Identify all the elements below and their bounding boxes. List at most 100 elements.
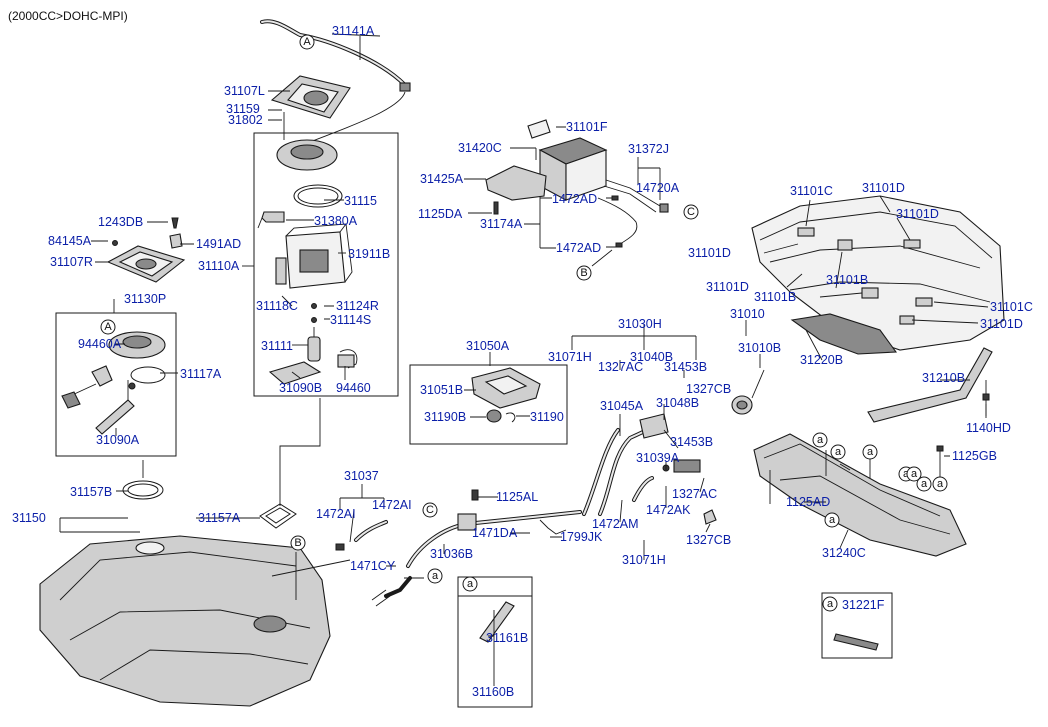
part-label: 1799JK xyxy=(560,530,603,544)
part-label: 31051B xyxy=(420,383,463,397)
filler-bracket-part xyxy=(471,367,541,423)
callout-letter: a xyxy=(835,446,842,458)
part-label: 31111 xyxy=(261,339,293,353)
callout-circle xyxy=(824,512,840,528)
callout-letter: a xyxy=(829,514,836,526)
part-label: 31159 xyxy=(226,102,260,116)
part-label: 31150 xyxy=(12,511,46,525)
part-label: 31118C xyxy=(256,299,298,313)
part-label: 94460A xyxy=(78,337,122,351)
part-label: 31101B xyxy=(826,273,868,287)
part-label: 31107L xyxy=(224,84,265,98)
bracket-assembly-box xyxy=(409,364,568,445)
part-label: 31101D xyxy=(862,181,905,195)
part-label: 31030H xyxy=(618,317,662,331)
part-label: 31010 xyxy=(730,307,765,321)
callout-circle xyxy=(683,204,699,220)
callout-circle xyxy=(862,444,878,460)
part-label: 31045A xyxy=(600,399,644,413)
part-label: 31210B xyxy=(922,371,965,385)
part-label: 31101B xyxy=(754,290,796,304)
part-label: 31039A xyxy=(636,451,680,465)
part-label: 31101C xyxy=(990,300,1033,314)
part-label: 31101D xyxy=(706,280,749,294)
callout-letter: a xyxy=(467,578,474,590)
part-label: 1140HD xyxy=(966,421,1011,435)
callout-letter: a xyxy=(867,446,874,458)
callout-circle xyxy=(830,444,846,460)
callout-circle xyxy=(422,502,438,518)
part-label: 31453B xyxy=(664,360,707,374)
part-label: 1471DA xyxy=(472,526,518,540)
legend-a2-box xyxy=(821,592,893,659)
sender-unit-part xyxy=(61,331,166,435)
callout-circle xyxy=(822,596,838,612)
part-label: 31420C xyxy=(458,141,502,155)
part-label: 31174A xyxy=(480,217,523,231)
callout-letter: B xyxy=(580,267,587,279)
part-label: 31101D xyxy=(688,246,731,260)
under-cover-part xyxy=(753,433,967,557)
sender-plate-part xyxy=(106,217,186,283)
callout-letter: A xyxy=(303,36,311,48)
motor-part xyxy=(268,303,358,385)
pump-flange-part xyxy=(276,112,338,171)
part-label: 31124R xyxy=(336,299,379,313)
part-label: 31090B xyxy=(279,381,322,395)
part-label: 31101F xyxy=(566,120,608,134)
part-label: 94460 xyxy=(336,381,371,395)
part-label: 31115 xyxy=(344,194,377,208)
part-label: 31101D xyxy=(896,207,939,221)
part-label: 31221F xyxy=(842,598,885,612)
callout-letter: a xyxy=(432,570,439,582)
legend-pad-part xyxy=(833,633,879,651)
part-label: 1472AI xyxy=(372,498,412,512)
part-label: 31130P xyxy=(124,292,166,306)
part-label: 31101C xyxy=(790,184,833,198)
legend-pipe-part xyxy=(479,601,515,643)
part-label: 31114S xyxy=(330,313,371,327)
callout-circle xyxy=(916,476,932,492)
callout-circle xyxy=(932,476,948,492)
part-label: 31190B xyxy=(424,410,466,424)
callout-circle xyxy=(906,466,922,482)
fill-hose-part xyxy=(335,489,582,607)
part-label: 1327CB xyxy=(686,382,731,396)
part-label: 31040B xyxy=(630,350,673,364)
part-label: 31117A xyxy=(180,367,222,381)
part-label: 14720A xyxy=(636,181,680,195)
part-label: 31802 xyxy=(228,113,263,127)
callout-letter: A xyxy=(104,321,112,333)
part-label: 31157A xyxy=(198,511,241,525)
heat-protector-part xyxy=(751,195,1005,355)
callout-letter: C xyxy=(687,206,695,218)
part-label: 31161B xyxy=(486,631,528,645)
hose-clip-part xyxy=(257,211,285,229)
callout-letter: a xyxy=(903,468,910,480)
tank-strap-part xyxy=(867,347,993,423)
callout-letter: a xyxy=(911,468,918,480)
part-label: 31190 xyxy=(530,410,564,424)
part-label: 31240C xyxy=(822,546,866,560)
cover-plate-part xyxy=(270,75,351,119)
callout-letter: B xyxy=(294,537,301,549)
part-label: 31911B xyxy=(348,247,390,261)
part-label: 1472AD xyxy=(556,241,601,255)
part-label: 31160B xyxy=(472,685,514,699)
part-label: 1125GB xyxy=(952,449,997,463)
part-label: 31425A xyxy=(420,172,464,186)
part-label: 31380A xyxy=(314,214,358,228)
canister-part xyxy=(485,119,608,215)
callout-circle xyxy=(812,432,828,448)
part-label: 31036B xyxy=(430,547,473,561)
callout-letter: a xyxy=(937,478,944,490)
reservoir-part xyxy=(275,223,353,289)
filler-neck-part xyxy=(582,369,765,525)
vapor-line-part xyxy=(597,179,669,248)
callout-circle xyxy=(427,568,443,584)
callout-letter: C xyxy=(426,504,434,516)
part-label: 31048B xyxy=(656,396,699,410)
gasket-part xyxy=(293,184,343,208)
